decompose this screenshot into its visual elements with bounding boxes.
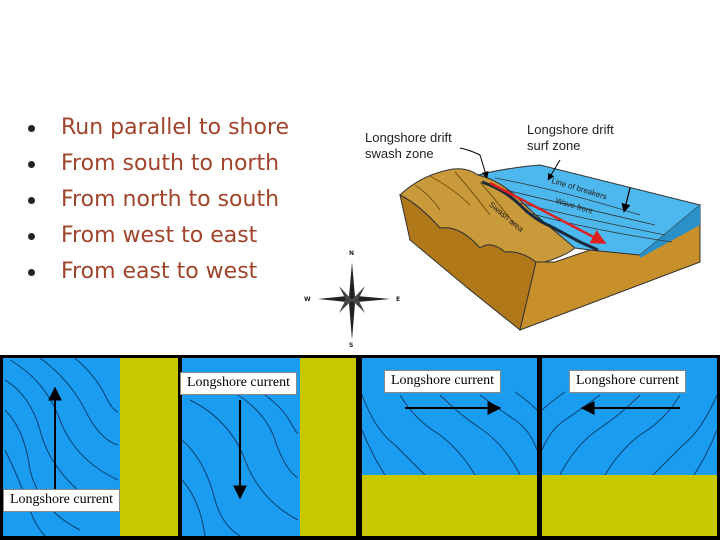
bullet-icon bbox=[28, 125, 35, 132]
answer-option: Run parallel to shore bbox=[28, 110, 289, 146]
answer-option-text: From south to north bbox=[61, 151, 280, 176]
panel-current-east bbox=[362, 358, 537, 536]
compass-east-label: E bbox=[396, 296, 401, 303]
answer-option-text: From north to south bbox=[61, 187, 280, 212]
answer-option: From east to west bbox=[28, 254, 289, 290]
compass-north-label: N bbox=[349, 250, 355, 257]
label-surf-zone-text: Longshore drift surf zone bbox=[527, 122, 614, 153]
beach-block-diagram bbox=[399, 147, 702, 331]
compass-rose bbox=[318, 262, 390, 340]
answer-option: From north to south bbox=[28, 182, 289, 218]
bullet-icon bbox=[28, 269, 35, 276]
panel-3-label: Longshore current bbox=[384, 370, 502, 393]
bullet-icon bbox=[28, 233, 35, 240]
label-surf-zone: Longshore drift surf zone bbox=[527, 122, 614, 154]
panel-1-label: Longshore current bbox=[3, 489, 121, 512]
bullet-icon bbox=[28, 161, 35, 168]
answer-option-text: Run parallel to shore bbox=[61, 115, 290, 140]
bullet-icon bbox=[28, 197, 35, 204]
compass-south-label: S bbox=[349, 342, 354, 349]
label-swash-zone-text: Longshore drift swash zone bbox=[365, 130, 452, 161]
panel-2-label: Longshore current bbox=[180, 372, 298, 395]
panel-4-label: Longshore current bbox=[569, 370, 687, 393]
label-swash-zone: Longshore drift swash zone bbox=[365, 130, 452, 162]
answer-option-text: From west to east bbox=[61, 223, 258, 248]
compass-west-label: W bbox=[304, 296, 311, 303]
answer-option: From west to east bbox=[28, 218, 289, 254]
answer-option-text: From east to west bbox=[61, 259, 258, 284]
answer-option: From south to north bbox=[28, 146, 289, 182]
answer-options-list: Run parallel to shore From south to nort… bbox=[28, 110, 289, 290]
